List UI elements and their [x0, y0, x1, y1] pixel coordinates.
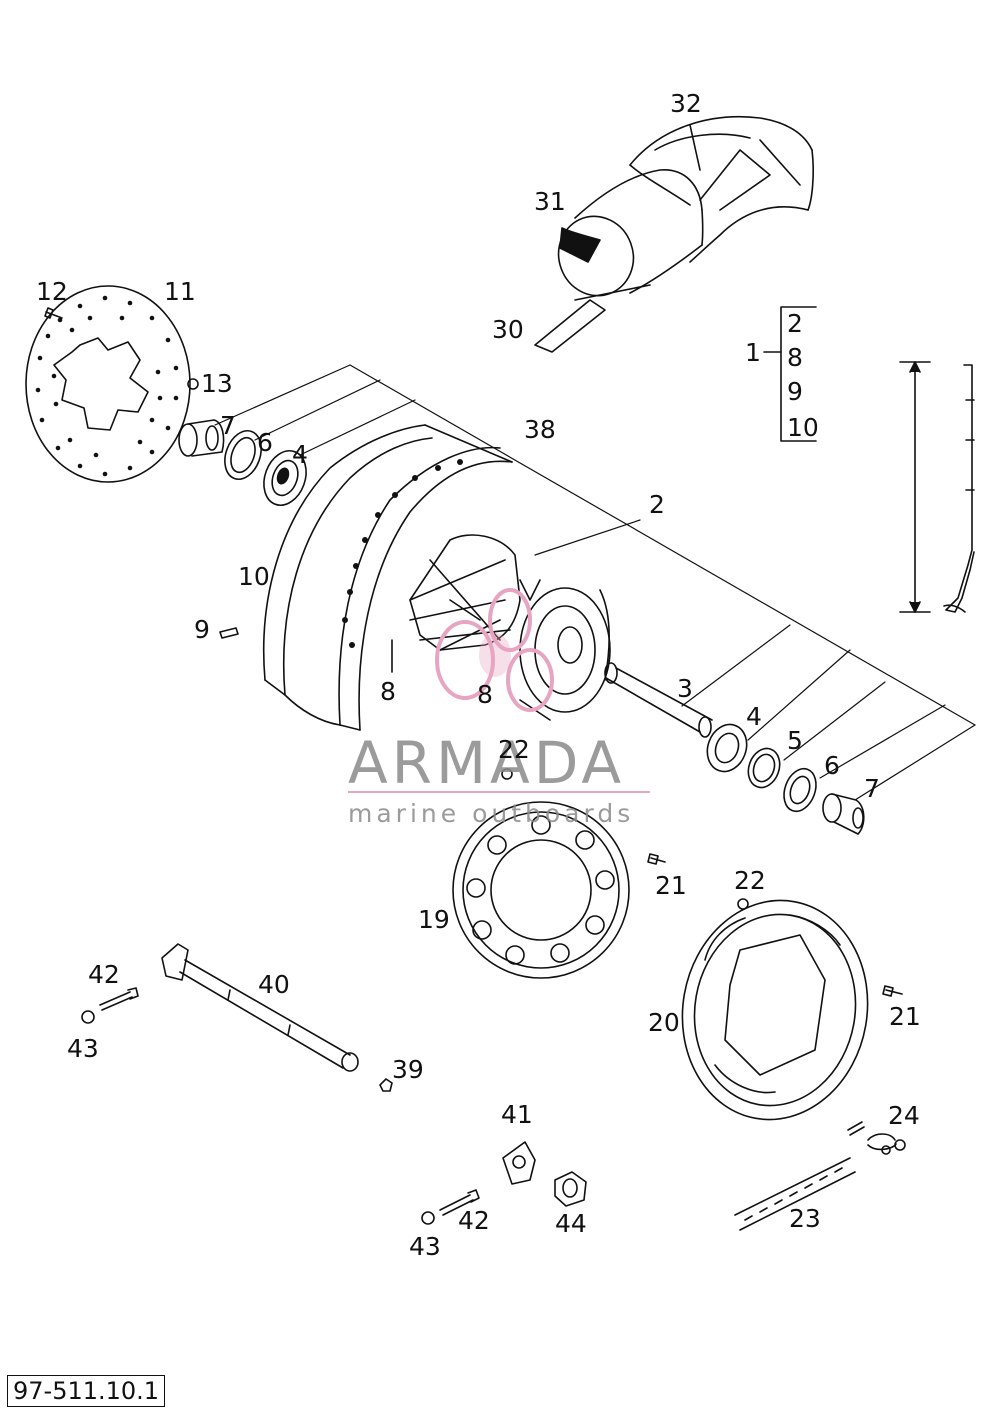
part-label-5: 5 — [787, 726, 803, 755]
part-label-8-left: 8 — [380, 677, 396, 706]
bolt-21b-drawing — [882, 985, 903, 997]
watermark-tagline: marine outboards — [348, 799, 634, 828]
axle-nut-44-drawing — [554, 1171, 587, 1207]
nut-43b-drawing — [421, 1211, 435, 1225]
rim-drawing — [262, 424, 513, 731]
part-label-43-left: 43 — [67, 1034, 99, 1063]
part-label-41: 41 — [501, 1100, 533, 1129]
axle-drawing — [161, 943, 359, 1072]
part-label-4-right: 4 — [746, 702, 762, 731]
left-seal-drawing — [224, 429, 262, 481]
right-seal-drawing — [783, 767, 817, 813]
kit-member-3: 9 — [787, 377, 803, 406]
part-label-43-bottom: 43 — [409, 1232, 441, 1261]
sprocket-20-drawing — [681, 899, 869, 1121]
part-label-31: 31 — [534, 187, 566, 216]
part-label-22-top: 22 — [498, 735, 530, 764]
kit-number: 1 — [745, 338, 761, 367]
right-spacer-ring-drawing — [747, 747, 781, 789]
part-label-32: 32 — [670, 89, 702, 118]
watermark-brand: ARMADA — [348, 729, 625, 797]
part-label-2: 2 — [649, 490, 665, 519]
kit-member-1: 2 — [787, 309, 803, 338]
spacer-tube-drawing — [604, 662, 713, 738]
part-label-7-right: 7 — [864, 774, 880, 803]
part-label-11: 11 — [164, 277, 196, 306]
part-label-21-right: 21 — [889, 1002, 921, 1031]
rim-band-drawing — [534, 284, 651, 353]
part-label-23: 23 — [789, 1204, 821, 1233]
kit-legend: 1 2 8 9 10 — [745, 309, 819, 442]
right-bearing-drawing — [706, 723, 748, 773]
part-label-6-left: 6 — [257, 428, 273, 457]
part-labels: 32 31 30 12 11 13 7 6 4 38 2 10 9 8 8 3 … — [36, 89, 921, 1261]
part-label-3: 3 — [677, 674, 693, 703]
part-label-38: 38 — [524, 415, 556, 444]
part-label-30: 30 — [492, 315, 524, 344]
nut-43a-drawing — [81, 1010, 95, 1024]
axle-bolt-42b-drawing — [439, 1189, 480, 1216]
part-label-42-left: 42 — [88, 960, 120, 989]
bolt-21a-drawing — [647, 853, 666, 865]
inner-tube-drawing — [557, 169, 704, 297]
chain-drawing — [734, 1157, 856, 1231]
spoke-detail — [899, 361, 975, 613]
part-label-13: 13 — [201, 369, 233, 398]
part-label-42-bottom: 42 — [458, 1206, 490, 1235]
part-label-40: 40 — [258, 970, 290, 999]
kit-member-4: 10 — [787, 413, 819, 442]
part-label-8-center: 8 — [477, 680, 493, 709]
watermark: ARMADA marine outboards — [348, 588, 650, 828]
part-label-44: 44 — [555, 1209, 587, 1238]
part-label-10: 10 — [238, 562, 270, 591]
part-label-12: 12 — [36, 277, 68, 306]
part-label-6-right: 6 — [824, 751, 840, 780]
kit-bracket — [763, 306, 817, 442]
chain-adjuster-drawing — [502, 1141, 536, 1185]
tyre-drawing — [629, 115, 815, 263]
nut-13-drawing — [187, 378, 199, 390]
brake-disc-drawing — [25, 285, 191, 483]
spoke-nipple-drawing — [219, 627, 239, 639]
part-label-24: 24 — [888, 1101, 920, 1130]
part-label-22-right: 22 — [734, 866, 766, 895]
kit-member-2: 8 — [787, 343, 803, 372]
reference-code: 97-511.10.1 — [7, 1375, 166, 1407]
nut-39-drawing — [379, 1078, 393, 1092]
master-link-drawing — [847, 1121, 906, 1155]
nut-22a-drawing — [501, 768, 513, 780]
part-label-21-top: 21 — [655, 871, 687, 900]
left-bearing-drawing — [263, 450, 307, 506]
watermark-logo — [435, 588, 554, 712]
left-spacer-drawing — [178, 419, 225, 457]
nut-22b-drawing — [737, 898, 749, 910]
sprocket-19-drawing — [452, 801, 630, 979]
part-label-7-left: 7 — [220, 411, 236, 440]
disc-bolt-drawing — [44, 307, 63, 319]
hub-drawing — [409, 534, 611, 721]
part-label-19: 19 — [418, 905, 450, 934]
part-label-20: 20 — [648, 1008, 680, 1037]
leader-lines — [214, 364, 976, 801]
part-label-9: 9 — [194, 615, 210, 644]
part-label-4-left: 4 — [292, 440, 308, 469]
axle-bolt-42a-drawing — [99, 987, 139, 1011]
part-label-39: 39 — [392, 1055, 424, 1084]
right-spacer-drawing — [822, 793, 865, 835]
